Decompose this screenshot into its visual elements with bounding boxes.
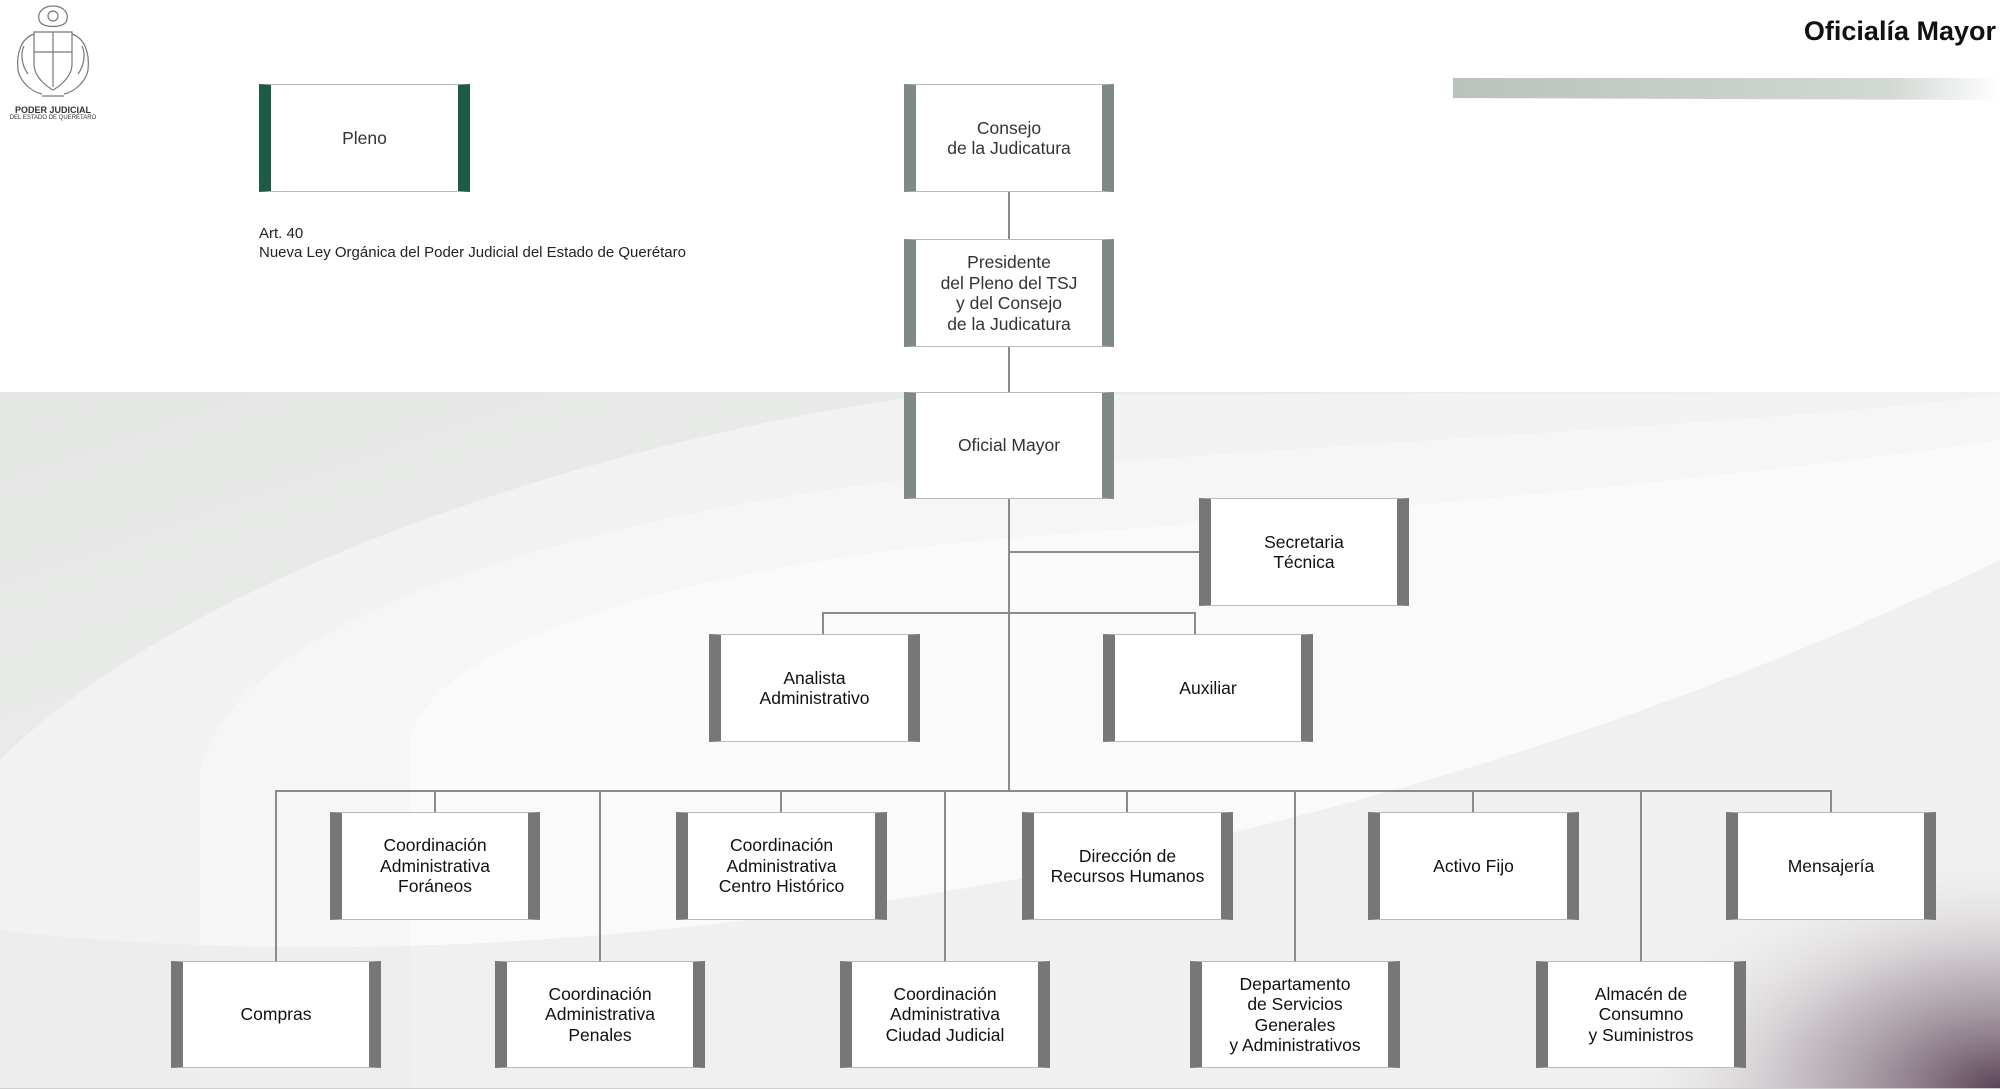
connector <box>599 790 601 962</box>
box-auxiliar: Auxiliar <box>1103 634 1313 742</box>
legal-note-law: Nueva Ley Orgánica del Poder Judicial de… <box>259 244 686 261</box>
box-mensajeria: Mensajería <box>1726 812 1936 920</box>
box-label: Pleno <box>342 127 387 148</box>
box-coord-centro-historico: Coordinación Administrativa Centro Histó… <box>676 812 887 920</box>
connector <box>1830 790 1832 813</box>
box-consejo: Consejo de la Judicatura <box>904 84 1114 192</box>
box-label: Dirección de Recursos Humanos <box>1050 845 1205 887</box>
box-label: Mensajería <box>1787 855 1875 876</box>
logo-text: PODER JUDICIAL DEL ESTADO DE QUERÉTARO <box>6 105 100 122</box>
box-servicios-generales: Departamento de Servicios Generales y Ad… <box>1190 961 1400 1068</box>
connector <box>1008 192 1010 240</box>
connector <box>822 612 824 636</box>
box-secretaria-tecnica: Secretaria Técnica <box>1199 498 1409 606</box>
logo-line-1: PODER JUDICIAL <box>14 105 91 115</box>
coat-of-arms-icon <box>17 5 89 97</box>
connector <box>1640 790 1642 962</box>
box-label: Coordinación Administrativa Foráneos <box>380 835 490 897</box>
connector <box>1008 346 1010 392</box>
box-label: Secretaria Técnica <box>1264 531 1344 573</box>
box-coord-foraneos: Coordinación Administrativa Foráneos <box>330 812 540 920</box>
box-pleno: Pleno <box>259 84 470 192</box>
box-label: Departamento de Servicios Generales y Ad… <box>1229 973 1361 1056</box>
box-label: Coordinación Administrativa Penales <box>545 983 655 1045</box>
box-label: Auxiliar <box>1179 677 1237 698</box>
connector <box>1008 551 1200 553</box>
connector <box>1194 612 1196 636</box>
connector <box>822 612 1196 614</box>
box-label: Almacén de Consumno y Suministros <box>1588 983 1694 1045</box>
box-presidente: Presidente del Pleno del TSJ y del Conse… <box>904 239 1114 347</box>
box-recursos-humanos: Dirección de Recursos Humanos <box>1022 812 1233 920</box>
box-analista: Analista Administrativo <box>709 634 920 742</box>
box-activo-fijo: Activo Fijo <box>1368 812 1579 920</box>
connector <box>434 790 436 813</box>
connector <box>275 790 277 962</box>
connector <box>1294 790 1296 962</box>
connector <box>1126 790 1128 813</box>
box-label: Activo Fijo <box>1433 855 1514 876</box>
connector <box>275 790 1832 792</box>
page-title: Oficialía Mayor <box>1803 16 1996 46</box>
box-compras: Compras <box>171 961 381 1068</box>
box-label: Oficial Mayor <box>957 435 1061 456</box>
connector <box>1472 790 1474 813</box>
box-almacen: Almacén de Consumno y Suministros <box>1536 961 1746 1068</box>
connector <box>1008 498 1010 790</box>
box-label: Compras <box>240 1004 312 1025</box>
logo-line-2: DEL ESTADO DE QUERÉTARO <box>9 115 97 121</box>
legal-note-article: Art. 40 <box>259 225 304 242</box>
box-oficial-mayor: Oficial Mayor <box>904 392 1114 499</box>
box-coord-ciudad-judicial: Coordinación Administrativa Ciudad Judic… <box>840 961 1050 1068</box>
box-label: Coordinación Administrativa Ciudad Judic… <box>885 983 1005 1045</box>
box-label: Presidente del Pleno del TSJ y del Conse… <box>940 252 1078 334</box>
legal-note: Art. 40 Nueva Ley Orgánica del Poder Jud… <box>259 224 686 262</box>
connector <box>780 790 782 813</box>
box-label: Analista Administrativo <box>759 667 870 709</box>
box-coord-penales: Coordinación Administrativa Penales <box>495 961 705 1068</box>
connector <box>944 790 946 962</box>
logo <box>12 2 94 130</box>
box-label: Coordinación Administrativa Centro Histó… <box>718 835 845 897</box>
box-label: Consejo de la Judicatura <box>947 117 1071 159</box>
